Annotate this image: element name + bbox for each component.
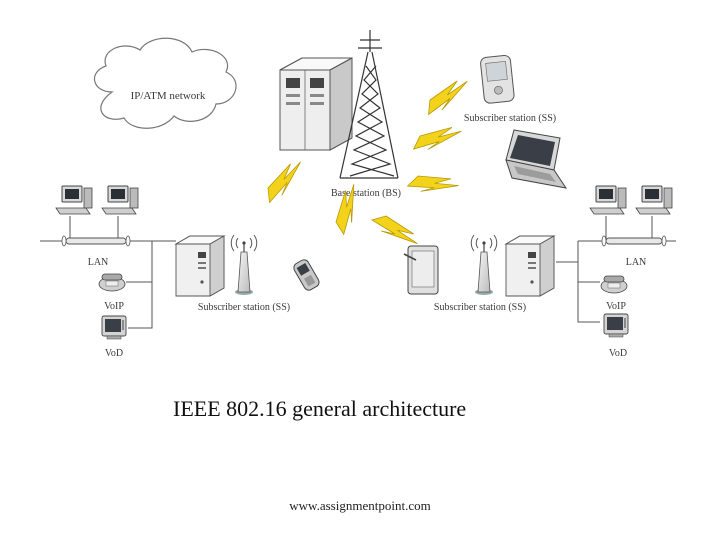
left-subscriber-antenna-icon xyxy=(230,234,258,296)
left-lan-bus xyxy=(40,235,176,247)
laptop-icon xyxy=(505,129,568,189)
base-station-cabinet xyxy=(279,57,353,151)
cellphone-icon xyxy=(293,259,320,291)
right-vod-label: VoD xyxy=(609,348,627,359)
right-voip-label: VoIP xyxy=(606,301,626,312)
wireless-link-icon xyxy=(413,121,463,158)
subscriber-top-label: Subscriber station (SS) xyxy=(464,113,556,124)
left-voip-label: VoIP xyxy=(104,301,124,312)
base-station-tower xyxy=(339,30,399,179)
pda-icon xyxy=(480,54,515,104)
wireless-link-icon xyxy=(258,159,311,203)
right-lan-label: LAN xyxy=(626,257,647,268)
left-voip-phone-icon xyxy=(98,273,126,292)
right-lan-computer-icon xyxy=(589,185,627,215)
right-lan-bus xyxy=(578,235,676,247)
base-station-label: Base station (BS) xyxy=(331,188,401,199)
left-vod-label: VoD xyxy=(105,348,123,359)
subscriber-right-label: Subscriber station (SS) xyxy=(434,302,526,313)
ip-atm-network-cloud: IP/ATM network xyxy=(94,37,237,129)
left-lan-computer-icon xyxy=(101,185,139,215)
right-subscriber-server-icon xyxy=(505,235,555,297)
cloud-label: IP/ATM network xyxy=(131,90,206,102)
left-subscriber-server-icon xyxy=(175,235,225,297)
wireless-link-icon xyxy=(423,78,473,115)
wireless-link-icon xyxy=(407,161,461,209)
subscriber-left-label: Subscriber station (SS) xyxy=(198,302,290,313)
left-vod-tv-icon xyxy=(101,315,127,340)
left-lan-label: LAN xyxy=(88,257,109,268)
right-subscriber-antenna-icon xyxy=(470,234,498,296)
left-lan-computer-icon xyxy=(55,185,93,215)
right-vod-tv-icon xyxy=(603,313,629,338)
tablet-icon xyxy=(403,245,439,295)
footer-url: www.assignmentpoint.com xyxy=(289,498,431,513)
figure-caption: IEEE 802.16 general architecture xyxy=(173,396,467,421)
right-voip-phone-icon xyxy=(600,275,628,294)
right-lan-computer-icon xyxy=(635,185,673,215)
